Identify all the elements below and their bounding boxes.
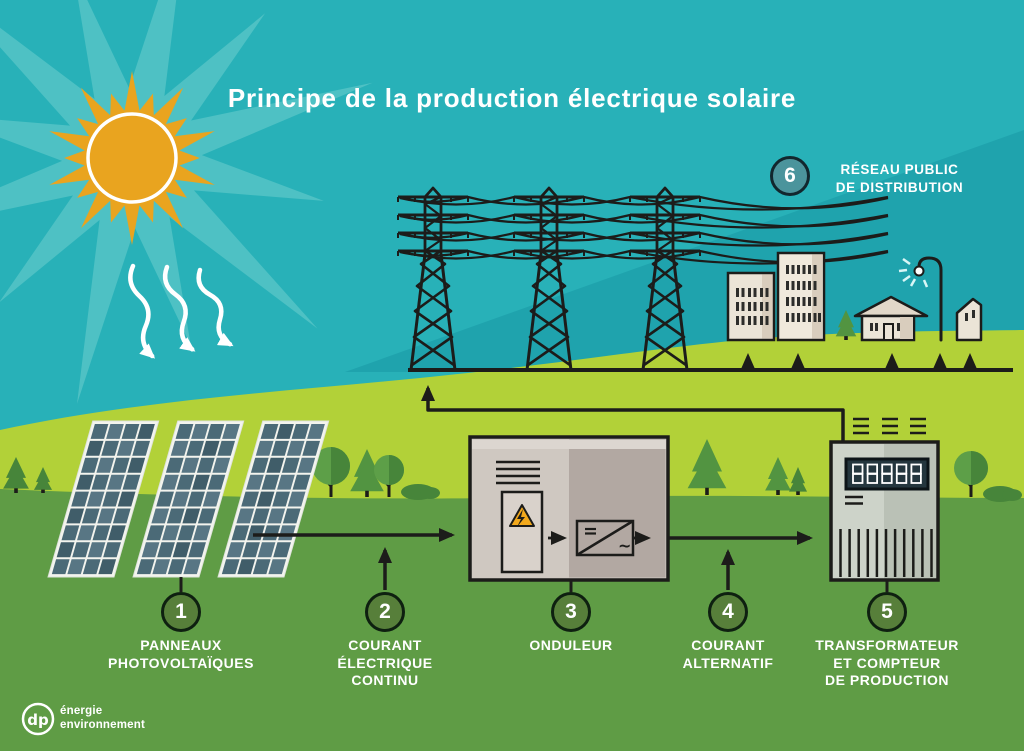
solar-panel: [132, 420, 245, 578]
step-label-line: COURANT: [691, 637, 765, 653]
logo-icon: dp: [21, 702, 55, 736]
step-label-line: COURANT: [348, 637, 422, 653]
step-5-label: TRANSFORMATEUR ET COMPTEUR DE PRODUCTION: [782, 637, 992, 690]
step-5-number: 5: [881, 600, 893, 623]
step-1-number: 1: [175, 600, 187, 623]
logo-line: énergie: [60, 705, 103, 717]
step-label-line: ÉLECTRIQUE: [337, 654, 433, 671]
step-2-number: 2: [379, 600, 391, 623]
step-label-line: PANNEAUX: [140, 637, 222, 653]
network-label: RÉSEAU PUBLIC DE DISTRIBUTION: [812, 161, 987, 197]
step-4-badge: 4: [708, 592, 748, 632]
logo-wordmark: énergie environnement: [60, 705, 145, 733]
svg-text:dp: dp: [27, 711, 49, 729]
network-label-line: RÉSEAU PUBLIC: [840, 162, 959, 177]
step-6-badge: 6: [770, 156, 810, 196]
step-6-number: 6: [784, 164, 796, 187]
transmission-towers-icon: [397, 186, 1013, 372]
transformer-meter-icon: [829, 417, 940, 582]
logo-line: environnement: [60, 718, 146, 731]
svg-text:~: ~: [618, 536, 631, 555]
step-label-line: DE PRODUCTION: [825, 672, 949, 688]
step-4-label: COURANT ALTERNATIF: [623, 637, 833, 672]
step-label-line: PHOTOVOLTAÏQUES: [108, 654, 254, 671]
network-label-line: DE DISTRIBUTION: [835, 179, 964, 195]
city-buildings-icon: [726, 251, 983, 342]
trees: [3, 439, 1022, 502]
solar-panel: [47, 420, 160, 578]
sun-rays-arrows: [128, 263, 234, 359]
page-title: Principe de la production électrique sol…: [227, 83, 797, 113]
step-5-badge: 5: [867, 592, 907, 632]
step-4-number: 4: [722, 600, 734, 623]
step-1-label: PANNEAUX PHOTOVOLTAÏQUES: [76, 637, 286, 672]
step-2-badge: 2: [365, 592, 405, 632]
step-label-line: ONDULEUR: [529, 637, 613, 653]
step-label-line: ALTERNATIF: [682, 654, 774, 671]
step-label-line: CONTINU: [351, 672, 419, 688]
step-2-label: COURANT ÉLECTRIQUE CONTINU: [280, 637, 490, 690]
step-3-badge: 3: [551, 592, 591, 632]
step-3-label: ONDULEUR: [466, 637, 676, 655]
step-1-badge: 1: [161, 592, 201, 632]
solar-panels-icon: [47, 420, 330, 578]
circuit-wires: [179, 385, 889, 592]
sun-icon: [0, 0, 373, 404]
step-3-number: 3: [565, 600, 577, 623]
inverter-icon: ~: [468, 435, 670, 582]
step-label-line: TRANSFORMATEUR: [815, 637, 959, 653]
step-label-line: ET COMPTEUR: [833, 654, 941, 671]
solar-panel: [217, 420, 330, 578]
